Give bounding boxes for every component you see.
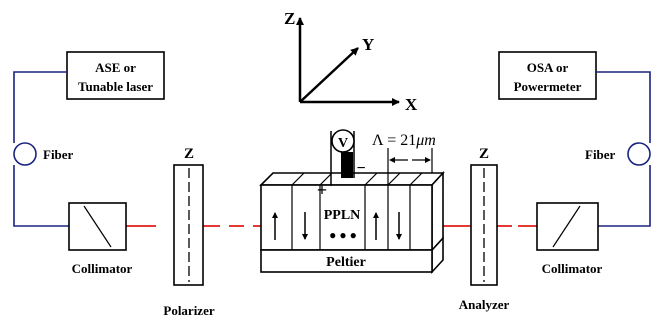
fiber-coil-icon	[13, 142, 37, 166]
crystal-side-face	[431, 170, 444, 253]
peltier-label: Peltier	[326, 255, 366, 270]
ppln-crystal	[260, 184, 433, 251]
coordinate-axes: Z Y X	[284, 9, 418, 114]
x-axis-label: X	[405, 95, 418, 114]
collimator-right-label: Collimator	[542, 261, 603, 276]
z-axis-label: Z	[284, 9, 295, 28]
voltmeter-circuit: V + −	[317, 129, 366, 200]
polarizer-axis-label: Z	[184, 146, 194, 162]
peltier-block	[260, 249, 433, 273]
source-box: ASE or Tunable laser	[66, 51, 165, 100]
voltmeter-label: V	[338, 136, 348, 151]
analyzer-label: Analyzer	[459, 297, 510, 312]
fiber-coil-icon	[627, 142, 651, 166]
analyzer-axis-label: Z	[479, 146, 489, 162]
ppln-assembly: Peltier PPLN ● ● ● V + − Λ = 21μm	[259, 129, 445, 275]
detector-label-line2: Powermeter	[514, 79, 582, 94]
source-label-line1: ASE or	[95, 60, 136, 75]
analyzer: Z Analyzer	[459, 146, 510, 312]
fiber-right: Fiber	[585, 71, 651, 227]
detector-box: OSA or Powermeter	[498, 51, 597, 100]
voltmeter-icon	[331, 129, 355, 153]
polarizer: Z Polarizer	[163, 146, 214, 318]
period-dimension: Λ = 21μm	[372, 132, 436, 185]
y-axis-label: Y	[362, 35, 374, 54]
fiber-right-label: Fiber	[585, 147, 616, 162]
collimator-left: Collimator	[68, 202, 133, 276]
positive-terminal: +	[317, 180, 327, 200]
negative-electrode	[341, 152, 353, 178]
negative-terminal: −	[356, 160, 365, 177]
polarizer-label: Polarizer	[163, 303, 214, 318]
period-label: Λ = 21μm	[372, 132, 436, 149]
collimator-left-label: Collimator	[72, 261, 133, 276]
ppln-label: PPLN	[324, 208, 361, 223]
ppln-dots: ● ● ●	[329, 228, 357, 242]
detector-label-line1: OSA or	[527, 60, 569, 75]
y-axis-line	[299, 47, 359, 103]
source-label-line2: Tunable laser	[78, 79, 153, 94]
fiber-left-label: Fiber	[43, 147, 74, 162]
fiber-left: Fiber	[13, 71, 74, 227]
collimator-right: Collimator	[536, 202, 603, 276]
